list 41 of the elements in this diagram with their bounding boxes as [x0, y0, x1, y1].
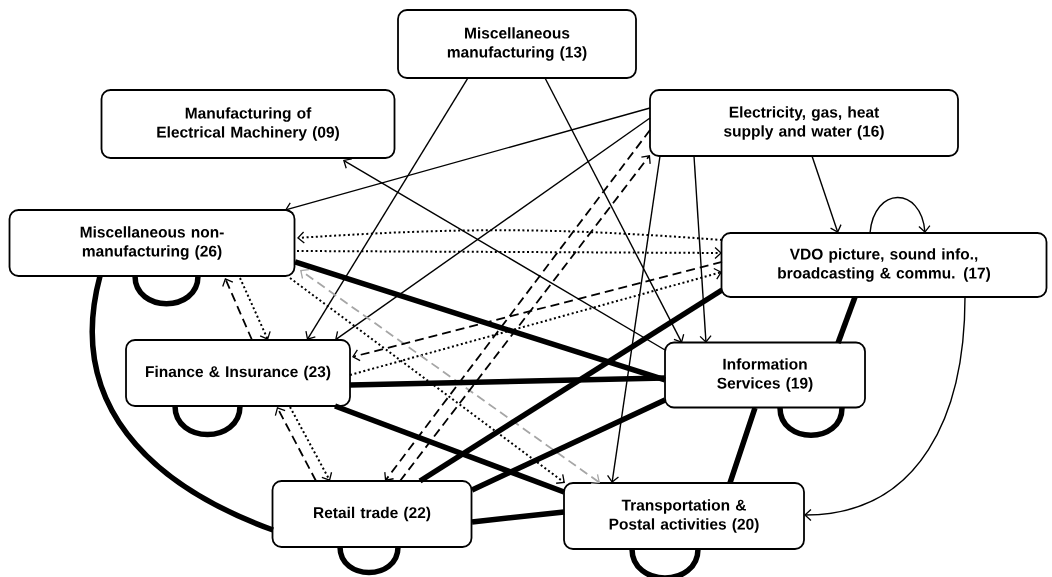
connector-line: [727, 407, 758, 484]
arrow: [352, 261, 723, 362]
self-loop: [172, 405, 243, 438]
loop-arrow: [869, 196, 931, 234]
connector-line: [294, 259, 666, 383]
arrow: [804, 296, 966, 522]
arrow: [606, 155, 661, 483]
sector-box: Finance & Insurance (23): [125, 339, 351, 407]
connector-line: [471, 509, 565, 525]
arrow: [222, 278, 253, 341]
arrow: [343, 158, 666, 351]
connector-line: [835, 296, 858, 344]
sector-box: Information Services (19): [664, 341, 866, 409]
self-loop: [777, 407, 845, 438]
connector-line: [334, 403, 565, 495]
arrow: [285, 107, 651, 215]
arrow: [296, 246, 722, 260]
sector-box: Miscellaneous non- manufacturing (26): [8, 209, 296, 277]
arrow: [300, 268, 600, 485]
self-loop: [629, 548, 701, 577]
arrow: [349, 267, 722, 376]
arrow: [274, 407, 317, 482]
connector-line: [349, 375, 666, 388]
sector-box: VDO picture, sound info., broadcasting & commu. (17): [720, 232, 1048, 298]
sector-box: Electricity, gas, heat supply and water (16): [649, 89, 959, 157]
connector-line: [418, 287, 724, 484]
connector-line: [89, 275, 275, 533]
connector-line: [470, 397, 667, 493]
sector-box: Retail trade (22): [271, 480, 473, 548]
arrow: [239, 277, 271, 340]
arrow: [289, 277, 565, 484]
sector-box: Manufacturing of Electrical Machinery (09): [100, 89, 396, 159]
arrow: [693, 155, 712, 343]
sector-box: Transportation & Postal activities (20): [563, 482, 805, 550]
sector-box: Miscellaneous manufacturing (13): [397, 9, 637, 79]
arrow: [289, 406, 333, 481]
arrow: [335, 117, 651, 342]
arrow: [811, 155, 842, 233]
arrow: [544, 77, 685, 343]
arrow: [297, 229, 723, 244]
arrow: [305, 77, 469, 340]
